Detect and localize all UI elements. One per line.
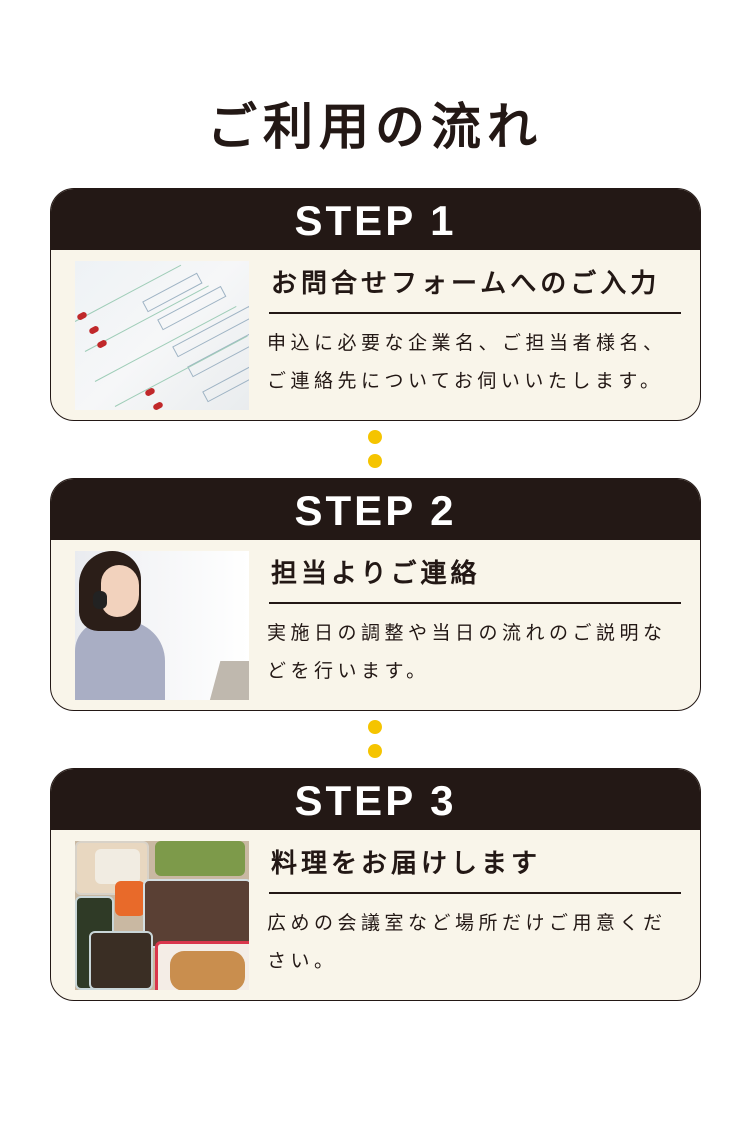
step-label: STEP 1 — [51, 189, 700, 250]
catering-food-image — [75, 841, 249, 990]
step-card-3: STEP 3 料理をお届けします 広めの会議室など場所だけご用意ください。 — [50, 768, 701, 1001]
divider — [269, 312, 681, 314]
step-body: お問合せフォームへのご入力 申込に必要な企業名、ご担当者様名、ご連絡先についてお… — [51, 250, 700, 420]
page-title: ご利用の流れ — [207, 98, 543, 156]
inquiry-form-image — [75, 261, 249, 410]
connector-dot — [368, 720, 382, 734]
step-label: STEP 2 — [51, 479, 700, 540]
step-description: 広めの会議室など場所だけご用意ください。 — [267, 912, 667, 972]
step-title: 料理をお届けします — [271, 849, 542, 879]
operator-image — [75, 551, 249, 700]
divider — [269, 602, 681, 604]
step-body: 担当よりご連絡 実施日の調整や当日の流れのご説明などを行います。 — [51, 540, 700, 710]
step-description: 申込に必要な企業名、ご担当者様名、ご連絡先についてお伺いいたします。 — [267, 332, 667, 392]
connector-dot — [368, 454, 382, 468]
step-card-1: STEP 1 お問合せフォームへのご入力 申込に必要な企業名、ご担当者様名、ご連… — [50, 188, 701, 421]
step-label: STEP 3 — [51, 769, 700, 830]
step-description: 実施日の調整や当日の流れのご説明などを行います。 — [267, 622, 667, 682]
connector-dot — [368, 430, 382, 444]
step-body: 料理をお届けします 広めの会議室など場所だけご用意ください。 — [51, 830, 700, 1000]
step-title: お問合せフォームへのご入力 — [271, 269, 661, 299]
step-card-2: STEP 2 担当よりご連絡 実施日の調整や当日の流れのご説明などを行います。 — [50, 478, 701, 711]
divider — [269, 892, 681, 894]
connector-dot — [368, 744, 382, 758]
step-title: 担当よりご連絡 — [271, 559, 481, 589]
